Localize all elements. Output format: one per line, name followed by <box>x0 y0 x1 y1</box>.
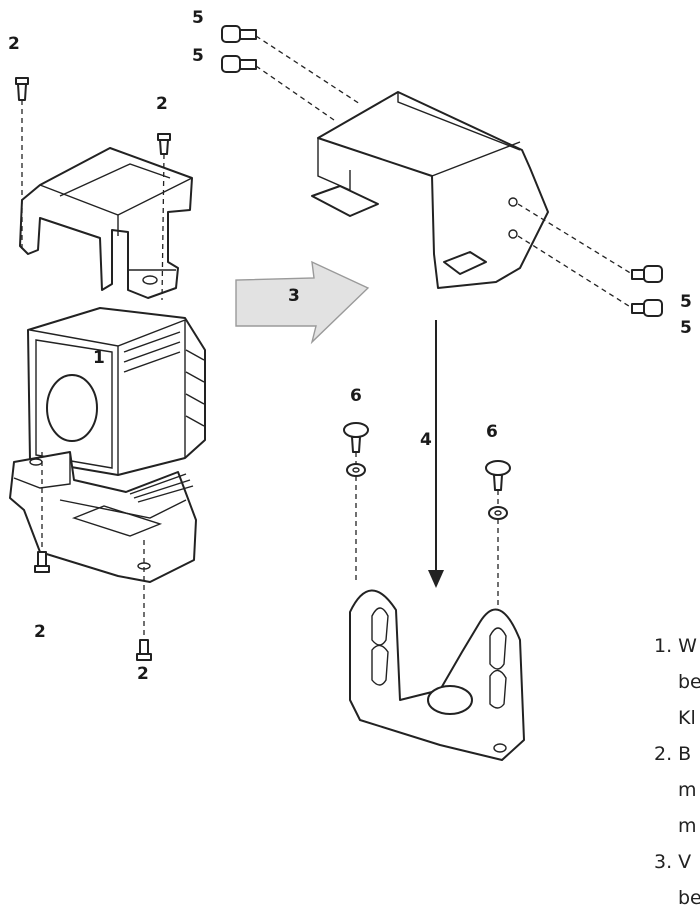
step-line: be <box>678 887 700 909</box>
label-bolt-top-a: 5 <box>192 8 204 28</box>
bolt-side-a <box>631 265 663 283</box>
label-screw-top-right: 2 <box>156 94 168 114</box>
label-camera: 1 <box>93 348 105 368</box>
label-down-arrow: 4 <box>420 430 432 450</box>
screw-bottom-left <box>34 551 50 573</box>
step-line: 1. W <box>654 635 697 657</box>
label-washer-screw-right: 6 <box>486 422 498 442</box>
mounting-plate <box>311 91 549 289</box>
step-line: Kl <box>678 707 696 729</box>
base-mount <box>349 589 525 761</box>
bolt-top-b <box>221 55 257 73</box>
step-line: m <box>678 815 697 837</box>
label-screw-bottom-left: 2 <box>34 622 46 642</box>
step-line: 3. V <box>654 851 692 873</box>
down-arrow <box>428 320 444 588</box>
label-slide-arrow: 3 <box>288 286 300 306</box>
label-washer-screw-left: 6 <box>350 386 362 406</box>
bottom-housing-bracket <box>9 451 197 583</box>
step-line: m <box>678 779 697 801</box>
washer-screw-left <box>343 422 369 477</box>
screw-top-right <box>157 133 171 155</box>
bolt-side-b <box>631 299 663 317</box>
label-bolt-top-b: 5 <box>192 46 204 66</box>
label-screw-top-left: 2 <box>8 34 20 54</box>
screw-top-left <box>15 77 29 101</box>
washer-screw-right <box>485 460 511 520</box>
top-housing-bracket <box>19 147 193 299</box>
camera-unit <box>27 307 206 476</box>
label-screw-bottom-right: 2 <box>137 664 149 684</box>
step-line: be <box>678 671 700 693</box>
slide-arrow <box>235 260 370 345</box>
instruction-steps: 1. W be Kl 2. B m m 3. V be <box>654 628 700 916</box>
bolt-top-a <box>221 25 257 43</box>
exploded-diagram <box>9 25 663 761</box>
label-bolt-side-a: 5 <box>680 292 692 312</box>
label-bolt-side-b: 5 <box>680 318 692 338</box>
step-line: 2. B <box>654 743 692 765</box>
screw-bottom-right <box>136 639 152 661</box>
